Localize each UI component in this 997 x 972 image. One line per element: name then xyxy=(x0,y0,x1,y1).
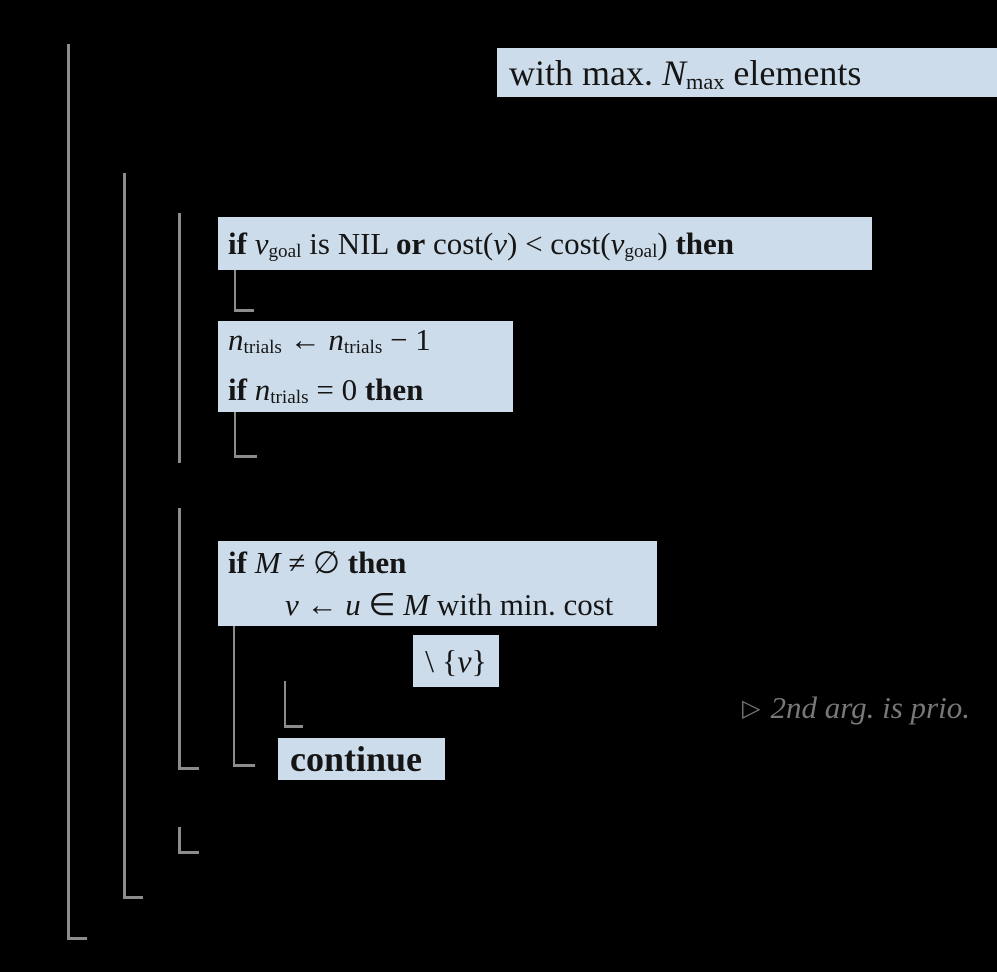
indent-guide-corner xyxy=(233,764,255,767)
code-line: if M ≠ ∅ then xyxy=(228,544,407,580)
indent-guide-line xyxy=(123,173,126,899)
highlight-goal-check: if vgoal is NIL or cost(v) < cost(vgoal)… xyxy=(218,217,872,270)
highlight-max-elements: with max. Nmax elements xyxy=(497,48,997,97)
highlight-set-remove: \ {v} xyxy=(413,635,499,687)
indent-guide-line xyxy=(284,681,286,728)
indent-guide-corner xyxy=(284,725,303,728)
indent-guide-corner xyxy=(234,309,254,312)
indent-guide-line xyxy=(178,508,181,770)
highlight-queue-block: if M ≠ ∅ then v ← u ∈ M with min. cost xyxy=(218,541,657,626)
code-line: if vgoal is NIL or cost(v) < cost(vgoal)… xyxy=(228,225,735,262)
indent-guide-line xyxy=(234,270,236,312)
indent-guide-line xyxy=(67,44,70,940)
indent-guide-corner xyxy=(67,937,87,940)
indent-guide-corner xyxy=(178,767,199,770)
comment-text: 2nd arg. is prio. xyxy=(770,690,970,725)
code-line: ntrials ← ntrials − 1 xyxy=(228,321,431,358)
indent-guide-line xyxy=(233,588,235,767)
inline-comment: ▷ 2nd arg. is prio. xyxy=(742,688,970,728)
highlight-trials-block: ntrials ← ntrials − 1 if ntrials = 0 the… xyxy=(218,321,513,412)
code-line: \ {v} xyxy=(425,642,487,679)
indent-guide-line xyxy=(178,827,181,854)
indent-guide-line xyxy=(178,213,181,463)
indent-guide-corner xyxy=(178,851,199,854)
code-line: if ntrials = 0 then xyxy=(228,371,424,408)
code-line: continue xyxy=(290,739,423,779)
indent-guide-line xyxy=(234,412,236,458)
indent-guide-corner xyxy=(234,455,257,458)
highlight-continue: continue xyxy=(278,738,445,780)
code-line: with max. Nmax elements xyxy=(509,52,862,94)
indent-guide-corner xyxy=(123,896,143,899)
code-line: v ← u ∈ M with min. cost xyxy=(285,586,614,622)
comment-triangle-icon: ▷ xyxy=(742,695,761,722)
